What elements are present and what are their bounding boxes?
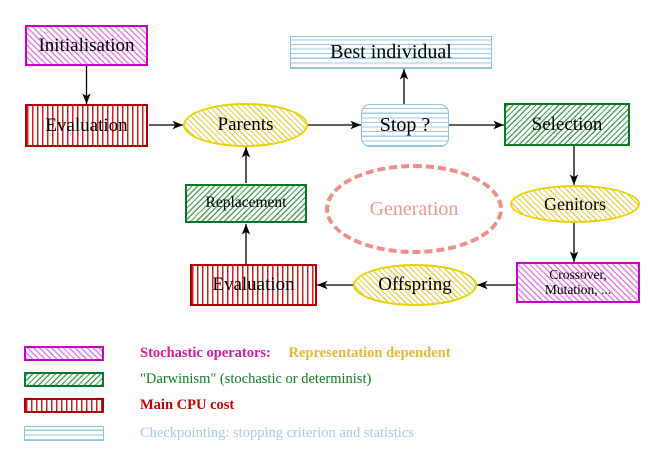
legend-label-main-cpu-cost: Main CPU cost bbox=[140, 396, 235, 413]
legend-label-checkpointing: Checkpointing: stopping criterion and st… bbox=[140, 424, 414, 441]
node-crossover-mutation[interactable]: Crossover, Mutation, ... bbox=[516, 262, 640, 303]
node-genitors-label: Genitors bbox=[544, 193, 606, 214]
legend-label-stochastic-operators: Stochastic operators: bbox=[140, 344, 271, 361]
legend-label-representation-dependent: Representation dependent bbox=[288, 344, 451, 361]
node-stop[interactable]: Stop ? bbox=[361, 104, 449, 147]
legend-label-darwinism: "Darwinism" (stochastic or determinist) bbox=[140, 370, 372, 387]
node-genitors[interactable]: Genitors bbox=[510, 185, 640, 223]
node-crossover-label-line2: Mutation, ... bbox=[544, 281, 612, 297]
legend-swatch-green-diagonal bbox=[24, 371, 104, 387]
node-offspring[interactable]: Offspring bbox=[353, 264, 477, 306]
node-parents-label: Parents bbox=[217, 114, 274, 136]
legend-swatch-magenta-diagonal bbox=[24, 345, 104, 361]
legend-row-darwinism: "Darwinism" (stochastic or determinist) bbox=[24, 368, 371, 390]
node-replacement-label: Replacement bbox=[205, 194, 287, 212]
node-selection-label: Selection bbox=[531, 113, 603, 135]
node-parents[interactable]: Parents bbox=[183, 103, 308, 147]
node-selection[interactable]: Selection bbox=[504, 103, 630, 146]
node-offspring-label: Offspring bbox=[378, 274, 452, 296]
legend-text-cpu-cost: Main CPU cost bbox=[140, 397, 234, 414]
node-initialisation[interactable]: Initialisation bbox=[25, 25, 148, 66]
node-evaluation-top[interactable]: Evaluation bbox=[25, 104, 148, 147]
legend-swatch-red-vertical bbox=[24, 397, 104, 413]
node-stop-label: Stop ? bbox=[379, 114, 431, 136]
node-crossover-label-line1: Crossover, bbox=[549, 267, 607, 283]
legend-text-stochastic: Stochastic operators: Representation dep… bbox=[140, 345, 451, 362]
legend-text-checkpointing: Checkpointing: stopping criterion and st… bbox=[140, 425, 414, 442]
node-best-individual-label: Best individual bbox=[330, 41, 452, 63]
generation-region: Generation bbox=[325, 164, 503, 254]
legend-row-cpu-cost: Main CPU cost bbox=[24, 394, 234, 416]
node-evaluation-bottom-label: Evaluation bbox=[212, 274, 295, 296]
legend-text-darwinism: "Darwinism" (stochastic or determinist) bbox=[140, 371, 371, 388]
legend-row-checkpointing: Checkpointing: stopping criterion and st… bbox=[24, 422, 414, 444]
node-initialisation-label: Initialisation bbox=[38, 34, 135, 56]
node-replacement[interactable]: Replacement bbox=[185, 184, 307, 223]
legend-row-stochastic: Stochastic operators: Representation dep… bbox=[24, 342, 451, 364]
legend-swatch-blue-horizontal bbox=[24, 425, 104, 441]
generation-label: Generation bbox=[369, 197, 459, 220]
node-best-individual[interactable]: Best individual bbox=[290, 36, 492, 69]
node-evaluation-bottom[interactable]: Evaluation bbox=[190, 264, 317, 306]
node-evaluation-top-label: Evaluation bbox=[45, 114, 128, 136]
